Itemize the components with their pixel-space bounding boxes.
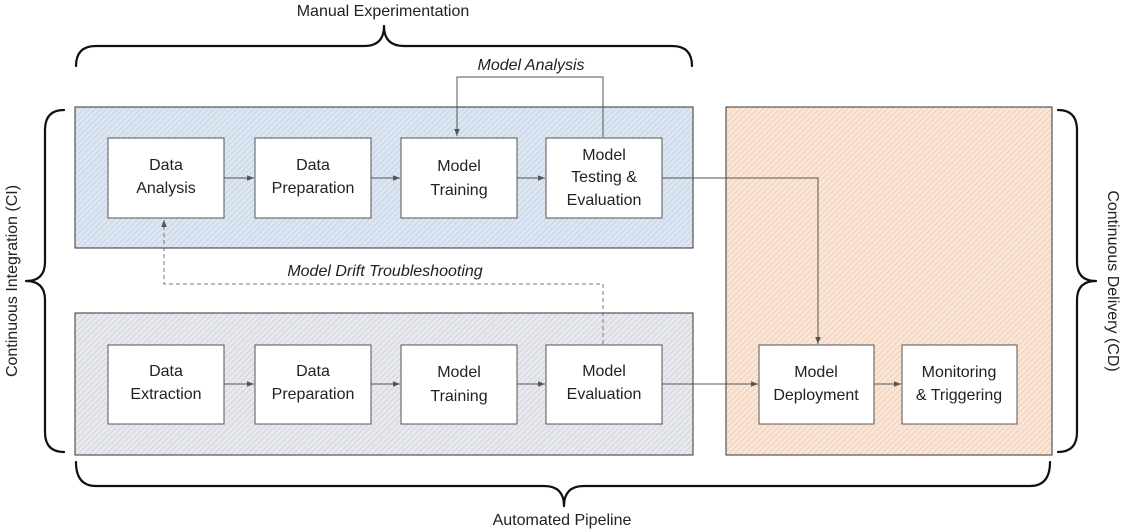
box-line: Data <box>149 363 183 380</box>
box-line: Extraction <box>130 386 201 403</box>
box-line: Preparation <box>272 386 355 403</box>
continuous-delivery-brace <box>1056 108 1098 454</box>
box-line: Data <box>149 157 183 174</box>
box-data-preparation-automated: Data Preparation <box>254 344 372 425</box>
box-model-evaluation: Model Evaluation <box>545 344 663 425</box>
box-line: Preparation <box>272 180 355 197</box>
box-model-testing-evaluation: Model Testing & Evaluation <box>545 137 663 219</box>
box-line: & Triggering <box>916 387 1002 404</box>
model-drift-troubleshooting-loop <box>161 220 604 344</box>
box-model-training-automated: Model Training <box>400 344 518 425</box>
box-line: Model <box>794 364 838 381</box>
continuous-integration-label: Continuous Integration (CI) <box>4 185 21 377</box>
manual-experimentation-label: Manual Experimentation <box>297 3 470 20</box>
model-analysis-label: Model Analysis <box>477 57 584 74</box>
box-line: Monitoring <box>922 364 997 381</box>
box-data-extraction: Data Extraction <box>107 344 225 425</box>
box-line: Training <box>430 182 487 199</box>
arrow-testing-to-deployment <box>662 177 821 344</box>
automated-pipeline-label: Automated Pipeline <box>493 512 632 529</box>
box-model-training: Model Training <box>400 137 518 219</box>
box-data-analysis: Data Analysis <box>107 137 225 219</box>
box-line: Data <box>296 363 330 380</box>
model-drift-troubleshooting-label: Model Drift Troubleshooting <box>287 263 482 280</box>
model-analysis-loop <box>454 76 604 137</box>
box-monitoring-triggering: Monitoring & Triggering <box>901 344 1018 425</box>
box-line: Deployment <box>773 387 859 404</box>
box-model-deployment: Model Deployment <box>758 344 875 425</box>
box-line: Testing & <box>571 169 637 186</box>
automated-pipeline-brace <box>74 460 1052 508</box>
box-line: Training <box>430 388 487 405</box>
continuous-integration-brace <box>24 108 66 454</box>
box-data-preparation: Data Preparation <box>254 137 372 219</box>
box-line: Analysis <box>136 180 196 197</box>
box-line: Evaluation <box>567 192 642 209</box>
box-line: Model <box>582 363 626 380</box>
box-line: Evaluation <box>567 386 642 403</box>
box-line: Model <box>437 158 481 175</box>
continuous-delivery-label: Continuous Delivery (CD) <box>1104 190 1121 371</box>
box-line: Model <box>582 147 626 164</box>
manual-experimentation-brace <box>74 24 694 68</box>
box-line: Data <box>296 157 330 174</box>
box-line: Model <box>437 364 481 381</box>
